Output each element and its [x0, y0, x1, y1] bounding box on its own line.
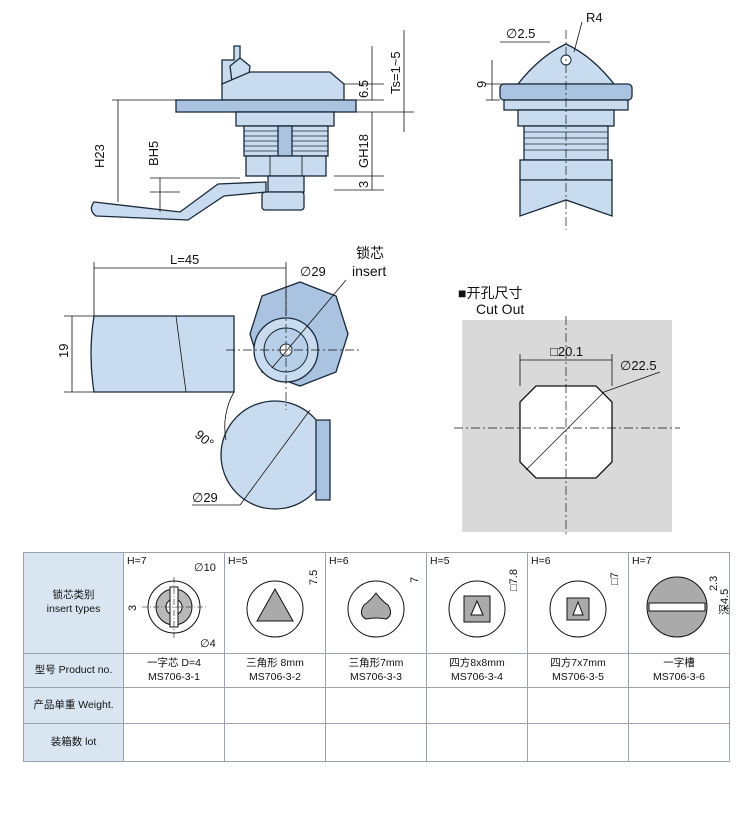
product-code: MS706-3-1: [148, 670, 200, 683]
dim-d4: ∅4: [200, 638, 216, 650]
weight-cell: [426, 687, 528, 724]
h-value: H=6: [329, 555, 349, 567]
trefoil-core-icon: 7: [347, 577, 421, 638]
product-name: 三角形 8mm: [246, 656, 304, 669]
row-label-text: 锁芯类别 insert types: [46, 589, 101, 615]
insert-cell-1: H=7 ∅10 3 ∅4: [123, 552, 225, 654]
dim-l45: L=45: [170, 252, 199, 267]
lot-cell: [325, 723, 427, 762]
product-name: 三角形7mm: [348, 656, 404, 669]
row-label-product-no: 型号 Product no.: [23, 653, 124, 688]
lot-cell: [527, 723, 629, 762]
product-code: MS706-3-4: [451, 670, 503, 683]
weight-cell: [224, 687, 326, 724]
weight-cell: [628, 687, 730, 724]
dim-gh18: GH18: [356, 134, 371, 168]
dim-d10: ∅10: [194, 562, 216, 574]
weight-cell: [527, 687, 629, 724]
square-core-icon: □7.8: [448, 569, 520, 638]
dim-sq20-1: □20.1: [550, 344, 583, 359]
top-view: L=45 19 ∅29 90° ∅29 锁芯 insert: [56, 245, 386, 510]
slot-groove-icon: 2.3 深4.5: [646, 576, 730, 638]
dim-90deg: 90°: [192, 427, 217, 451]
row-label-insert-types: 锁芯类别 insert types: [23, 552, 124, 654]
row-label-weight: 产品单重 Weight.: [23, 687, 124, 724]
product-code: MS706-3-2: [249, 670, 301, 683]
product-code: MS706-3-5: [552, 670, 604, 683]
product-name: 一字槽: [663, 656, 695, 669]
lot-cell: [224, 723, 326, 762]
dim-d29-upper: ∅29: [300, 264, 326, 279]
dim-r4: R4: [586, 10, 603, 25]
dim-h23: H23: [92, 144, 107, 168]
dim-d22-5: ∅22.5: [620, 358, 657, 373]
insert-cell-6: H=7 2.3 深4.5: [628, 552, 730, 654]
h-value: H=5: [228, 555, 248, 567]
insert-cell-3: H=6 7: [325, 552, 427, 654]
h-value: H=7: [127, 555, 147, 567]
dim-d29-lower: ∅29: [192, 490, 218, 505]
weight-cell: [123, 687, 225, 724]
dim-6-5: 6.5: [356, 80, 371, 98]
lot-cell: [628, 723, 730, 762]
dim-ts: Ts=1~5: [388, 51, 403, 94]
front-view: 9 ∅2.5 R4: [474, 10, 633, 230]
dim-2-3: 2.3: [708, 576, 720, 591]
insert-cell-5: H=6 □7: [527, 552, 629, 654]
product-name: 四方8x8mm: [449, 656, 505, 669]
slot-core-icon: ∅10 3 ∅4: [127, 562, 216, 650]
dim-depth-4-5: 深4.5: [718, 589, 730, 615]
insert-cell-4: H=5 □7.8: [426, 552, 528, 654]
h-value: H=7: [632, 555, 652, 567]
insert-label-cn: 锁芯: [356, 245, 384, 261]
product-code: MS706-3-3: [350, 670, 402, 683]
dim-sq7-8: □7.8: [508, 569, 520, 591]
dim-slot-3: 3: [127, 605, 139, 611]
dim-3: 3: [356, 181, 371, 188]
product-code: MS706-3-6: [653, 670, 705, 683]
insert-spec-table: 锁芯类别 insert types H=7 ∅10 3 ∅4 H=5: [23, 552, 730, 762]
lot-cell: [123, 723, 225, 762]
cutout-view: □20.1 ∅22.5 ■开孔尺寸 Cut Out: [454, 285, 680, 536]
square-core-small-icon: □7: [549, 572, 621, 638]
row-label-lot: 装箱数 lot: [23, 723, 124, 762]
dim-sq7: □7: [609, 572, 621, 585]
dim-9: 9: [474, 81, 489, 88]
insert-label-en: insert: [352, 263, 386, 279]
product-name: 一字芯 D=4: [147, 656, 201, 669]
cutout-title-cn: ■开孔尺寸: [458, 285, 522, 301]
side-view: H23 BH5 6.5 GH18 3 Ts=1~5: [90, 30, 414, 221]
dim-7-5: 7.5: [308, 570, 320, 585]
dim-19: 19: [56, 344, 71, 358]
h-value: H=6: [531, 555, 551, 567]
dim-7: 7: [409, 577, 421, 583]
insert-cell-2: H=5 7.5: [224, 552, 326, 654]
technical-drawing: H23 BH5 6.5 GH18 3 Ts=1~5 9 ∅2.5 R4: [56, 10, 680, 536]
cutout-title-en: Cut Out: [476, 301, 524, 317]
lot-cell: [426, 723, 528, 762]
dim-bh5: BH5: [146, 141, 161, 166]
dim-d2-5: ∅2.5: [506, 26, 535, 41]
weight-cell: [325, 687, 427, 724]
product-name: 四方7x7mm: [550, 656, 606, 669]
triangle-core-icon: 7.5: [246, 570, 320, 638]
h-value: H=5: [430, 555, 450, 567]
